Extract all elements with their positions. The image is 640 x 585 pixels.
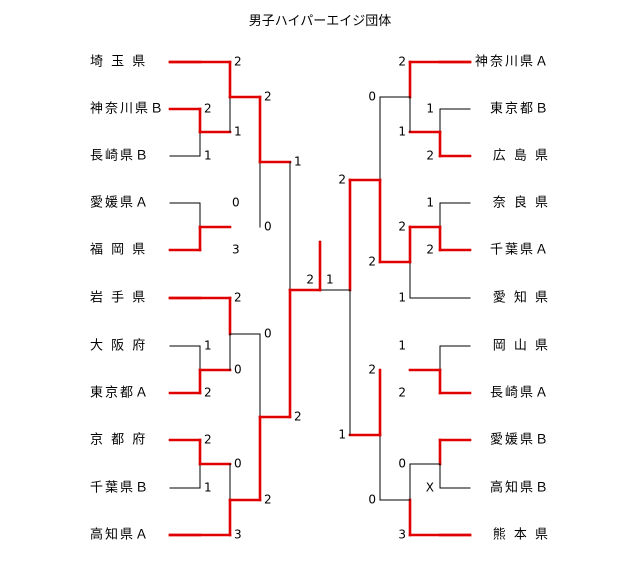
- score: 2: [426, 149, 434, 163]
- score: 1: [204, 149, 212, 163]
- score: 2: [204, 102, 212, 116]
- score: 3: [234, 528, 242, 542]
- score: 2: [264, 90, 272, 104]
- team-name: 愛 知 県: [493, 290, 550, 306]
- score: 2: [338, 173, 346, 187]
- score: 0: [234, 457, 242, 471]
- team-name: 千葉県Ｂ: [90, 481, 150, 496]
- team-name: 熊 本 県: [493, 527, 550, 543]
- score: 2: [234, 55, 242, 69]
- score: 0: [264, 327, 272, 341]
- team-name: 高知県Ｂ: [490, 480, 550, 496]
- score: 3: [398, 528, 406, 542]
- score: 1: [294, 155, 302, 169]
- team-name: 長崎県Ｂ: [90, 149, 150, 164]
- team-name: 奈 良 県: [493, 195, 550, 211]
- team-name: 愛媛県Ａ: [90, 196, 150, 211]
- score: X: [426, 481, 434, 495]
- score: 2: [264, 493, 272, 507]
- score: 1: [398, 125, 406, 139]
- score: 0: [368, 90, 376, 104]
- score: 2: [398, 220, 406, 234]
- team-name: 福 岡 県: [90, 243, 147, 258]
- score: 2: [368, 255, 376, 269]
- score: 0: [398, 457, 406, 471]
- team-name: 岩 手 県: [90, 291, 147, 306]
- score: 1: [204, 339, 212, 353]
- team-name: 東京都Ａ: [90, 385, 150, 401]
- score: 2: [306, 273, 314, 287]
- score: 3: [232, 243, 240, 257]
- team-name: 広 島 県: [493, 149, 550, 164]
- score: 0: [264, 220, 272, 234]
- team-name: 埼 玉 県: [90, 55, 147, 70]
- team-name: 千葉県Ａ: [490, 243, 550, 258]
- score: 1: [426, 196, 434, 210]
- score: 0: [232, 196, 240, 210]
- team-name: 大 阪 府: [90, 339, 147, 354]
- score: 0: [234, 363, 242, 377]
- score: 2: [368, 363, 376, 377]
- score: 0: [368, 493, 376, 507]
- team-name: 岡 山 県: [493, 339, 550, 354]
- team-name: 東京都Ｂ: [490, 101, 550, 117]
- score: 1: [398, 339, 406, 353]
- team-name: 神奈川県Ｂ: [90, 102, 165, 117]
- team-name: 愛媛県Ｂ: [490, 433, 550, 448]
- score: 1: [204, 481, 212, 495]
- score: 1: [234, 125, 242, 139]
- score: 2: [426, 243, 434, 257]
- team-name: 神奈川県Ａ: [475, 55, 550, 70]
- score: 2: [398, 386, 406, 400]
- score: 1: [398, 291, 406, 305]
- score: 2: [234, 291, 242, 305]
- score: 1: [338, 428, 346, 442]
- score: 2: [204, 433, 212, 447]
- score: 1: [426, 102, 434, 116]
- page-title: 男子ハイパーエイジ団体: [248, 14, 392, 29]
- score: 1: [326, 273, 334, 287]
- score: 2: [204, 386, 212, 400]
- score: 2: [294, 410, 302, 424]
- score: 2: [398, 55, 406, 69]
- team-name: 京 都 府: [90, 433, 147, 448]
- team-name: 長崎県Ａ: [490, 386, 550, 401]
- team-name: 高知県Ａ: [90, 527, 150, 543]
